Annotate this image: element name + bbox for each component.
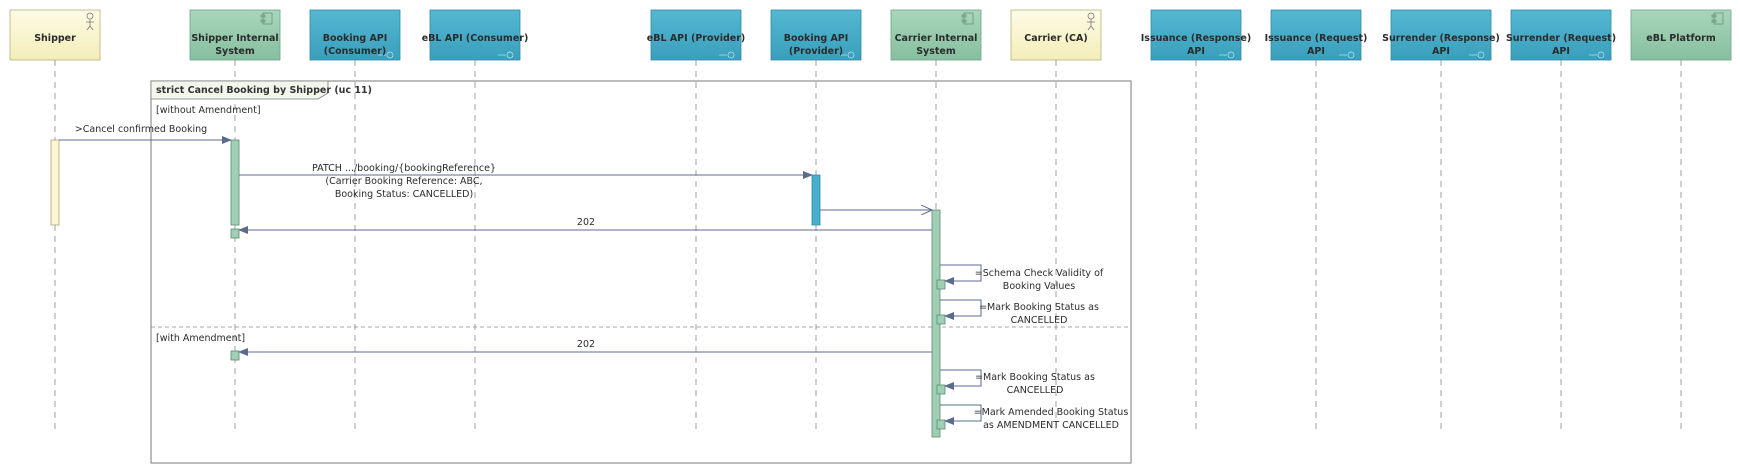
interface-icon — [1339, 51, 1355, 59]
activation-self-4 — [936, 419, 946, 430]
lifeline-ebl-platform[interactable]: eBL Platform — [1630, 9, 1732, 432]
message-patch-booking: PATCH .../booking/{bookingReference} (Ca… — [239, 163, 813, 200]
lifeline-ebl-api-consumer[interactable]: eBL API (Consumer) — [422, 9, 529, 432]
message-label-line2: CANCELLED — [1011, 315, 1068, 326]
interface-icon — [1219, 51, 1235, 59]
lifeline-label-line2: (Consumer) — [324, 46, 386, 57]
lifeline-booking-api-provider[interactable]: Booking API (Provider) — [770, 9, 862, 432]
message-response-202-b: 202 — [238, 339, 932, 356]
lifeline-label: Carrier (CA) — [1024, 33, 1087, 44]
activation-self-3 — [936, 384, 946, 395]
message-label-line2: (Carrier Booking Reference: ABC, — [325, 176, 482, 187]
message-label: =Mark Booking Status as — [979, 302, 1099, 313]
lifeline-label: Booking API — [784, 33, 849, 44]
guard-with-amendment: [with Amendment] — [156, 333, 245, 344]
interface-icon — [839, 51, 855, 59]
activation-self-1 — [936, 279, 946, 290]
activation-shipper-internal — [230, 139, 240, 226]
message-label-line2: CANCELLED — [1007, 385, 1064, 396]
message-label: >Cancel confirmed Booking — [75, 124, 207, 135]
lifeline-issuance-request-api[interactable]: Issuance (Request) API — [1265, 9, 1368, 432]
message-label: =Schema Check Validity of — [975, 268, 1104, 279]
component-icon — [1711, 12, 1724, 25]
lifeline-label-line2: System — [215, 46, 255, 57]
message-self-schema-check: =Schema Check Validity of Booking Values — [940, 264, 1104, 292]
lifeline-label: Booking API — [323, 33, 388, 44]
lifeline-label: Issuance (Response) — [1141, 33, 1251, 44]
fragment-title: strict Cancel Booking by Shipper (uc 11) — [156, 85, 372, 96]
lifeline-label: Issuance (Request) — [1265, 33, 1368, 44]
message-label: =Mark Booking Status as — [975, 372, 1095, 383]
activation-booking-api-provider — [811, 174, 821, 226]
message-label-line2: Booking Values — [1003, 281, 1075, 292]
lifeline-label-line2: API — [1307, 46, 1325, 57]
interface-icon — [378, 51, 394, 59]
message-response-202-a: 202 — [238, 217, 932, 234]
message-self-mark-cancelled: =Mark Booking Status as CANCELLED — [940, 299, 1099, 326]
interface-icon — [498, 51, 514, 59]
lifeline-label: eBL Platform — [1646, 33, 1716, 44]
lifeline-issuance-response-api[interactable]: Issuance (Response) API — [1141, 9, 1251, 432]
message-self-mark-cancelled-2: =Mark Booking Status as CANCELLED — [940, 369, 1095, 396]
lifeline-label-line2: API — [1432, 46, 1450, 57]
lifeline-label: eBL API (Consumer) — [422, 33, 529, 44]
message-label: PATCH .../booking/{bookingReference} — [312, 163, 496, 174]
lifeline-booking-api-consumer[interactable]: Booking API (Consumer) — [309, 9, 401, 432]
message-label: 202 — [577, 339, 595, 350]
lifeline-label: Shipper Internal — [191, 33, 278, 44]
activation-shipper-internal-reply — [230, 228, 240, 239]
activation-self-2 — [936, 314, 946, 325]
fragment-frame: strict Cancel Booking by Shipper (uc 11)… — [150, 80, 1132, 464]
lifeline-label-line2: API — [1552, 46, 1570, 57]
lifeline-label: Carrier Internal — [895, 33, 978, 44]
interface-icon — [719, 51, 735, 59]
interface-icon — [1589, 51, 1605, 59]
activation-shipper — [50, 139, 60, 226]
component-icon — [260, 12, 273, 25]
lifeline-surrender-request-api[interactable]: Surrender (Request) API — [1506, 9, 1616, 432]
lifeline-label-line2: API — [1187, 46, 1205, 57]
lifeline-shipper[interactable]: Shipper — [9, 9, 101, 432]
message-label-line3: Booking Status: CANCELLED) — [335, 189, 473, 200]
component-icon — [961, 12, 974, 25]
lifeline-label: Shipper — [34, 33, 76, 44]
interface-icon — [1469, 51, 1485, 59]
message-self-mark-amendment-cancelled: =Mark Amended Booking Status as AMENDMEN… — [940, 404, 1129, 431]
lifeline-label-line2: (Provider) — [789, 46, 843, 57]
message-label: =Mark Amended Booking Status — [974, 407, 1129, 418]
lifeline-ebl-api-provider[interactable]: eBL API (Provider) — [647, 9, 745, 432]
message-label-line2: as AMENDMENT CANCELLED — [983, 420, 1119, 431]
actor-icon — [86, 12, 94, 31]
actor-icon — [1087, 12, 1095, 31]
activation-shipper-internal-reply-2 — [230, 350, 240, 361]
lifeline-surrender-response-api[interactable]: Surrender (Response) API — [1382, 9, 1500, 432]
message-cancel-confirmed-booking: >Cancel confirmed Booking — [59, 124, 232, 144]
message-label: 202 — [577, 217, 595, 228]
lifeline-label-line2: System — [916, 46, 956, 57]
guard-without-amendment: [without Amendment] — [156, 105, 261, 116]
lifeline-label: Surrender (Request) — [1506, 33, 1616, 44]
lifeline-shipper-internal-system[interactable]: Shipper Internal System — [189, 9, 281, 432]
lifeline-label: eBL API (Provider) — [647, 33, 745, 44]
lifeline-label: Surrender (Response) — [1382, 33, 1500, 44]
lifeline-carrier-internal-system[interactable]: Carrier Internal System — [890, 9, 982, 432]
lifeline-carrier-ca[interactable]: Carrier (CA) — [1010, 9, 1102, 432]
